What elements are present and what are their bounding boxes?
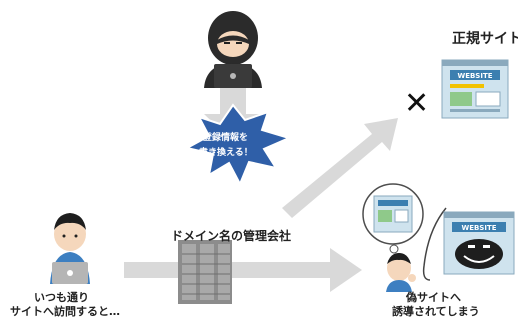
correct-site-badge: WEBSITE (457, 72, 492, 80)
burst-text-line2: 書き換える！ (199, 148, 253, 158)
burst-shape (184, 103, 292, 187)
user-caption-line2: サイトへ訪問すると… (10, 305, 120, 318)
cross-icon: ✕ (404, 86, 430, 121)
arrow-registrar-to-correct-site (282, 118, 398, 218)
fake-site-screen: WEBSITE (443, 211, 515, 275)
user-figure (50, 213, 90, 284)
correct-site-screen: WEBSITE (441, 59, 509, 119)
burst-text-line1: 登録情報を (203, 133, 249, 143)
correct-site-label: 正規サイト (452, 31, 518, 47)
fake-site-badge: WEBSITE (461, 224, 496, 232)
arrow-user-to-fake-site (124, 248, 362, 292)
fishing-rod-icon (422, 207, 447, 281)
user-caption-line1: いつも通り (34, 291, 89, 304)
fake-site-caption-line2: 誘導されてしまう (392, 305, 480, 318)
hacker-figure (204, 11, 262, 88)
domain-registrar-label: ドメイン名の管理会社 (171, 229, 292, 243)
victim-figure (362, 183, 424, 292)
server-rack-icon (178, 240, 232, 304)
fake-site-caption-line1: 偽サイトへ (406, 291, 461, 304)
